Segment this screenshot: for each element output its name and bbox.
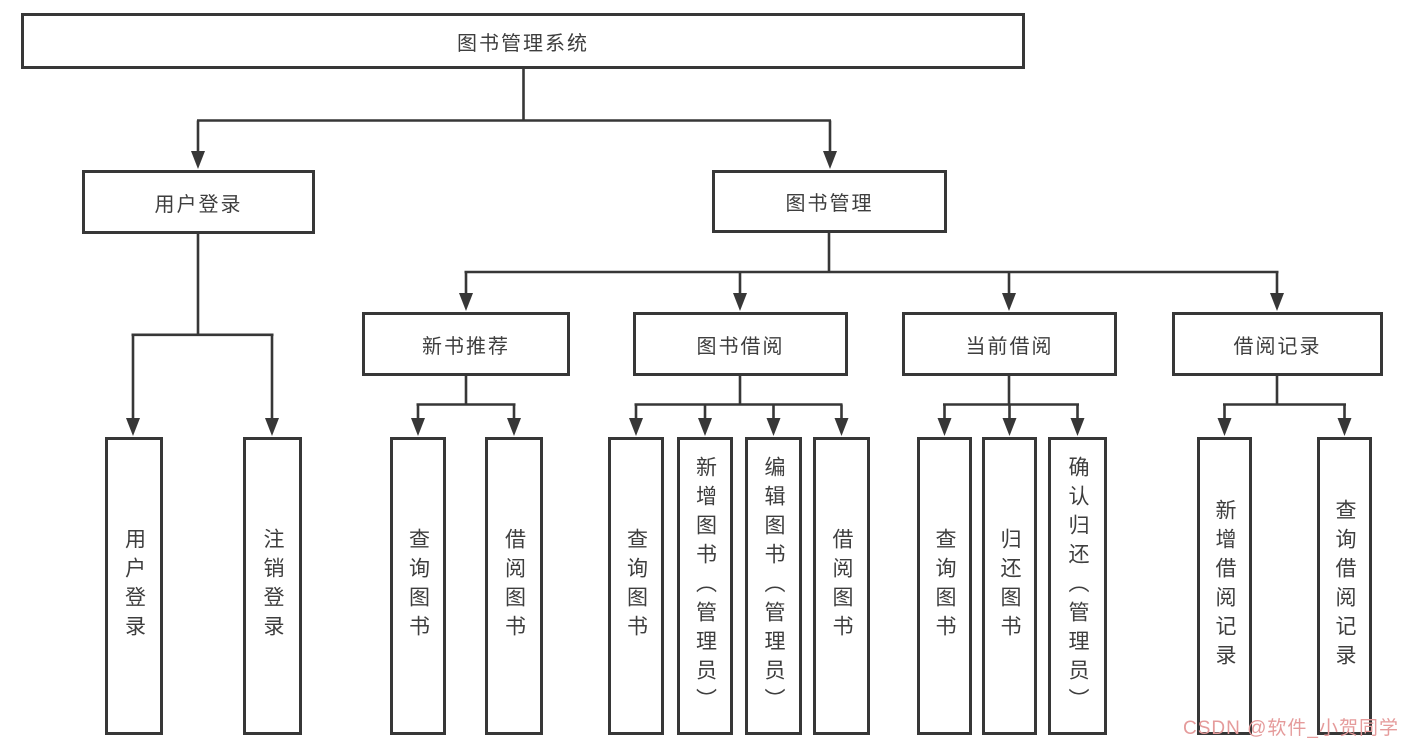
leaf-label: 用户登录 (122, 528, 146, 644)
node-book-management: 图书管理 (712, 170, 947, 233)
leaf-edit-books-admin: 编辑图书（管理员） (745, 437, 802, 735)
leaf-label: 查询图书 (624, 528, 648, 644)
node-label: 当前借阅 (965, 335, 1054, 358)
node-book-borrowing: 图书借阅 (633, 312, 848, 376)
node-label: 借阅记录 (1233, 335, 1322, 358)
leaf-borrow-books-recommend: 借阅图书 (485, 437, 543, 735)
leaf-label: 新增借阅记录 (1213, 499, 1236, 673)
node-label: 新书推荐 (422, 335, 510, 358)
node-root-system: 图书管理系统 (21, 13, 1025, 69)
node-label: 图书管理系统 (457, 32, 589, 55)
node-user-login: 用户登录 (82, 170, 315, 234)
leaf-borrow-books: 借阅图书 (813, 437, 870, 735)
connector-book-management-to-level3 (459, 233, 1284, 311)
connector-root-to-level2 (191, 69, 837, 169)
connector-user-login-children (126, 234, 279, 436)
node-borrow-records: 借阅记录 (1172, 312, 1383, 376)
leaf-label: 借阅图书 (830, 528, 853, 644)
connector-borrow-records-children (1217, 376, 1352, 436)
leaf-label: 新增图书（管理员） (693, 455, 717, 717)
leaf-label: 编辑图书（管理员） (762, 455, 785, 717)
leaf-query-books-borrow: 查询图书 (608, 437, 664, 735)
connector-current-borrowing-children (937, 376, 1085, 436)
leaf-query-books-current: 查询图书 (917, 437, 972, 735)
leaf-logout: 注销登录 (243, 437, 302, 735)
connector-new-books-children (411, 376, 521, 436)
node-new-book-recommendation: 新书推荐 (362, 312, 570, 376)
node-label: 图书管理 (785, 193, 874, 215)
leaf-label: 查询图书 (406, 528, 430, 644)
node-label: 用户登录 (154, 193, 243, 216)
leaf-label: 查询图书 (933, 528, 956, 644)
connector-book-borrowing-children (629, 376, 849, 436)
leaf-label: 查询借阅记录 (1333, 499, 1356, 673)
leaf-query-books-recommend: 查询图书 (390, 437, 446, 735)
node-current-borrowing: 当前借阅 (902, 312, 1117, 376)
leaf-label: 归还图书 (998, 528, 1021, 644)
leaf-return-books: 归还图书 (982, 437, 1037, 735)
leaf-query-borrow-record: 查询借阅记录 (1317, 437, 1372, 735)
leaf-add-borrow-record: 新增借阅记录 (1197, 437, 1252, 735)
leaf-label: 借阅图书 (502, 528, 526, 644)
watermark: CSDN @软件_小贺同学 (1183, 718, 1399, 739)
node-label: 图书借阅 (696, 335, 785, 358)
leaf-label: 注销登录 (261, 528, 284, 644)
leaf-user-login: 用户登录 (105, 437, 163, 735)
leaf-confirm-return-admin: 确认归还（管理员） (1048, 437, 1107, 735)
leaf-add-books-admin: 新增图书（管理员） (677, 437, 733, 735)
leaf-label: 确认归还（管理员） (1066, 455, 1089, 717)
